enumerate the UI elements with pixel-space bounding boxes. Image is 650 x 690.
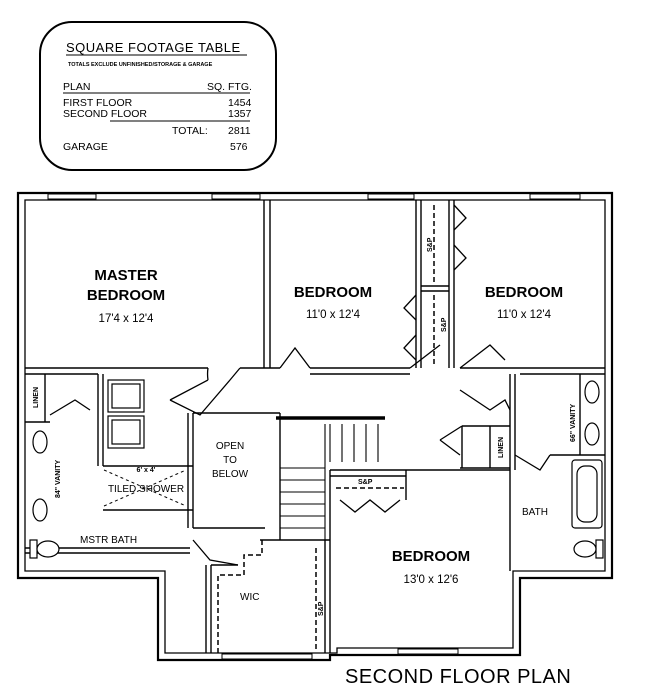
door-swing (169, 367, 241, 416)
sqft-row-label: SECOND FLOOR (63, 108, 147, 120)
window (397, 648, 459, 655)
window (221, 653, 313, 660)
shower-size-label: 6' x 4' (137, 467, 156, 474)
door-swing (192, 539, 239, 566)
stairs (280, 424, 379, 540)
master-bedroom-label: BEDROOM (87, 287, 165, 304)
sqft-table-border (39, 21, 277, 171)
wic-label: WIC (240, 592, 259, 603)
sqft-total-value: 2811 (228, 125, 251, 137)
appliance-panel (111, 419, 141, 445)
sqft-row-value: 1357 (228, 108, 252, 120)
closet-shelves (103, 205, 435, 653)
toilet-bowl (573, 540, 597, 558)
open-to-below-label: BELOW (212, 469, 249, 480)
sqft-table-title: SQUARE FOOTAGE TABLE (66, 40, 241, 55)
shelf-pole-label: S&P (441, 317, 448, 332)
closet-door (339, 499, 401, 513)
bath-label: BATH (522, 507, 548, 518)
bedroom-label: BEDROOM (294, 284, 372, 301)
window (47, 193, 97, 200)
exterior-wall-inner (24, 199, 606, 654)
sqft-row-label: FIRST FLOOR (63, 97, 133, 109)
linen-label: LINEN (33, 387, 40, 408)
master-bath-label: MSTR BATH (80, 535, 137, 546)
master-bedroom-label: MASTER (94, 267, 158, 284)
toilet-tank (29, 539, 38, 559)
shower-label: TILED SHOWER (108, 484, 184, 495)
sink (584, 380, 600, 404)
sink (584, 422, 600, 446)
sqft-table-subtitle: TOTALS EXCLUDE UNFINISHED/STORAGE & GARA… (68, 62, 213, 68)
toilet-tank (595, 539, 604, 559)
linen-label: LINEN (498, 437, 505, 458)
closet-door (453, 204, 467, 271)
plan-title: SECOND FLOOR PLAN (345, 666, 571, 685)
window (529, 193, 581, 200)
appliance-panel (111, 383, 141, 409)
sink (32, 498, 48, 522)
sqft-table: SQUARE FOOTAGE TABLE TOTALS EXCLUDE UNFI… (39, 21, 277, 171)
shelf-pole-label: S&P (427, 237, 434, 252)
bathtub-basin (576, 465, 598, 523)
sqft-header-sqft: SQ. FTG. (207, 81, 252, 93)
window (367, 193, 415, 200)
sqft-header-plan: PLAN (63, 81, 90, 93)
door-swing (169, 367, 209, 401)
sqft-garage-label: GARAGE (63, 141, 108, 153)
shower-diagonal (103, 469, 187, 507)
door-swing (459, 389, 511, 411)
door-swing (279, 346, 311, 369)
vanity-label: 84" VANITY (55, 459, 62, 498)
master-bedroom-dims: 17'4 x 12'4 (99, 313, 155, 325)
fixtures (29, 379, 604, 559)
open-to-below-label: OPEN (216, 441, 244, 452)
open-to-below-label: TO (223, 455, 237, 466)
bedroom-label: BEDROOM (485, 284, 563, 301)
exterior-wall-outer (16, 191, 614, 662)
walls (16, 191, 614, 662)
sink (32, 430, 48, 454)
sqft-row-value: 1454 (228, 97, 252, 109)
shelf-pole-label: S&P (318, 601, 325, 616)
bedroom-dims: 13'0 x 12'6 (404, 574, 459, 586)
sqft-garage-value: 576 (230, 141, 248, 153)
door-swing (49, 399, 91, 416)
vanity-label: 66" VANITY (570, 403, 577, 442)
windows (47, 193, 581, 660)
window (211, 193, 261, 200)
shelf-pole-label: S&P (358, 479, 373, 486)
sqft-total-label: TOTAL: (172, 125, 208, 137)
door-swing (439, 425, 463, 456)
door-swing (514, 454, 551, 471)
bedroom-label: BEDROOM (392, 548, 470, 565)
bedroom-dims: 11'0 x 12'4 (306, 309, 361, 321)
closet-door (403, 294, 417, 361)
door-swing (409, 344, 506, 369)
shelf-line (217, 540, 263, 653)
doors (49, 204, 551, 566)
toilet-bowl (36, 540, 60, 558)
room-labels: MASTER BEDROOM 17'4 x 12'4 BEDROOM 11'0 … (33, 237, 577, 616)
bedroom-dims: 11'0 x 12'4 (497, 309, 552, 321)
